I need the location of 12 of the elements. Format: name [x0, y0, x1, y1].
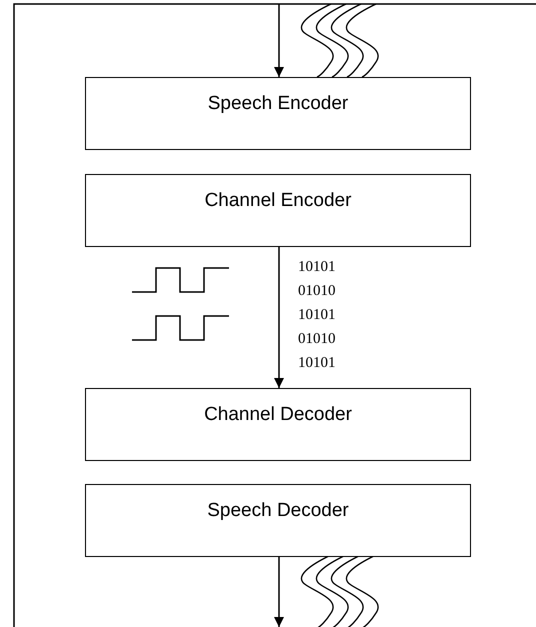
arrow	[274, 247, 284, 388]
process-box: Speech Encoder	[85, 77, 471, 150]
arrow	[274, 557, 284, 627]
process-box: Channel Encoder	[85, 174, 471, 247]
binary-code-text: 01010	[298, 330, 336, 349]
binary-code-text: 10101	[298, 354, 336, 373]
arrow	[274, 4, 284, 77]
process-box: Speech Decoder	[85, 484, 471, 557]
process-box: Channel Decoder	[85, 388, 471, 461]
binary-code-text: 01010	[298, 282, 336, 301]
binary-code-text: 10101	[298, 258, 336, 277]
binary-code-text: 10101	[298, 306, 336, 325]
